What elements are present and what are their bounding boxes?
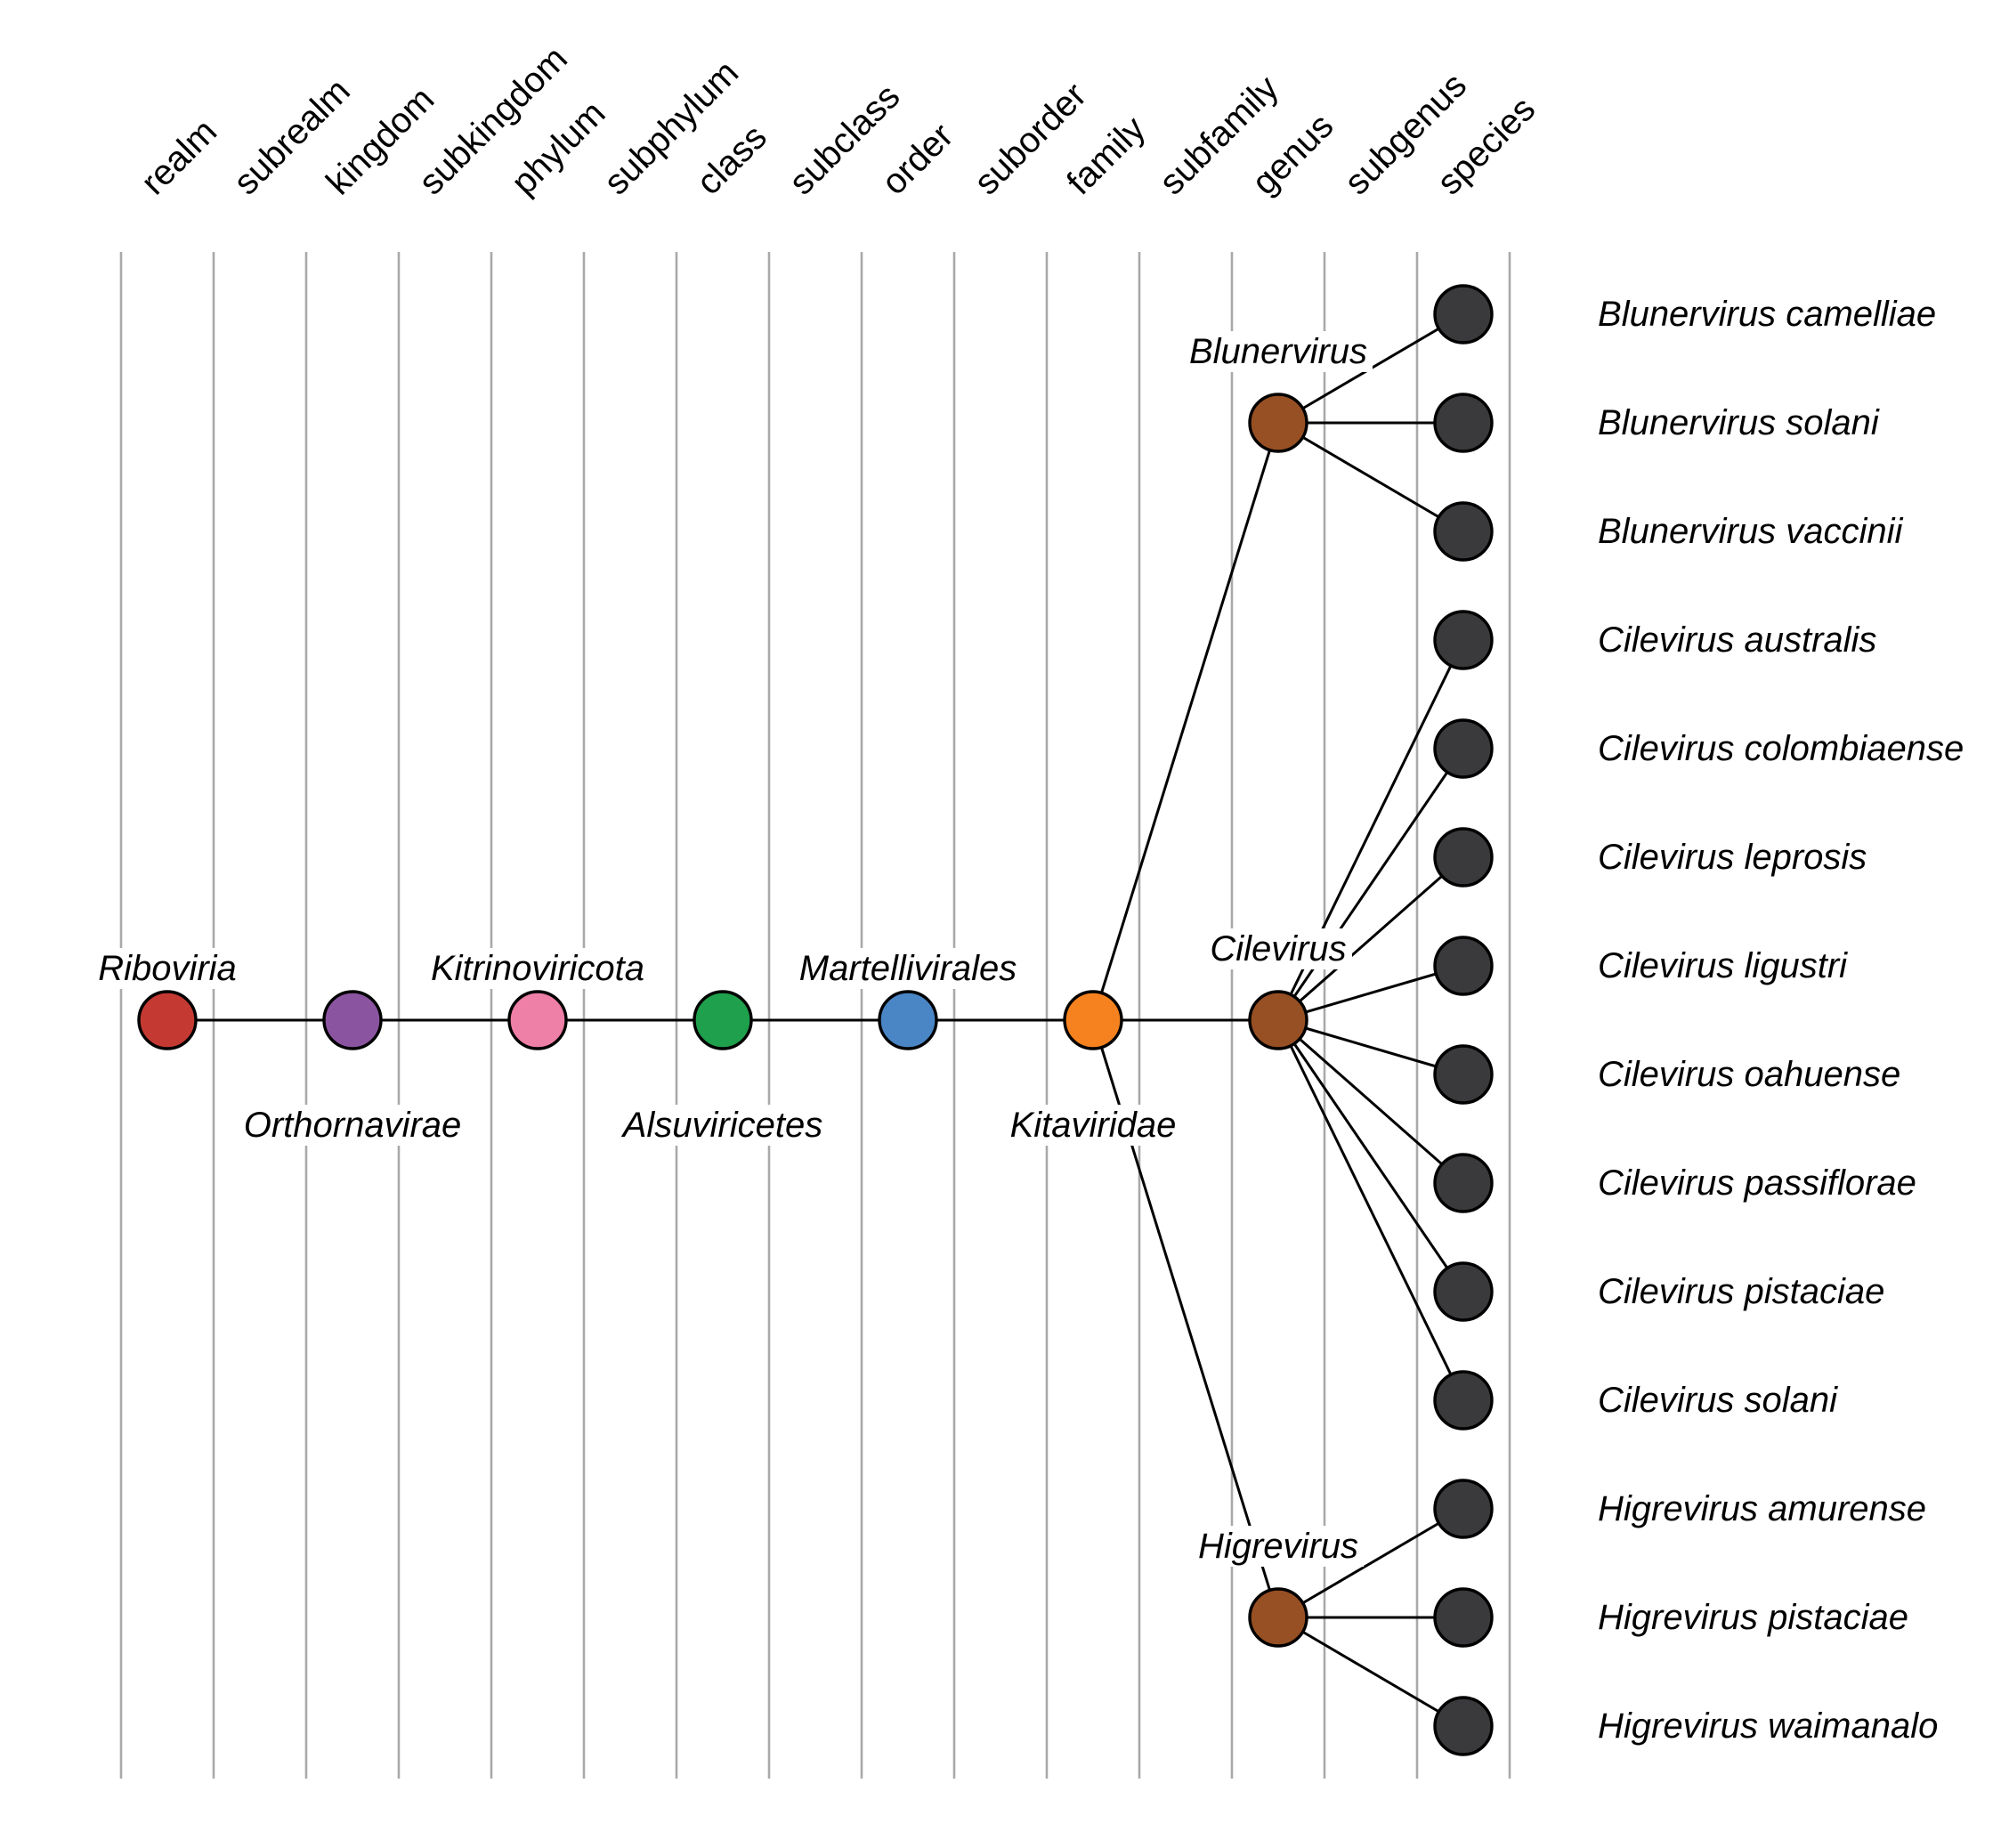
species-label-blunervirus-vaccinii: Blunervirus vaccinii bbox=[1598, 512, 1903, 551]
node-orthornavirae bbox=[322, 990, 383, 1050]
node-cilevirus-ligustri bbox=[1433, 936, 1494, 996]
species-label-cilevirus-colombiaense: Cilevirus colombiaense bbox=[1598, 729, 1964, 768]
node-cilevirus bbox=[1248, 990, 1308, 1050]
node-layer bbox=[137, 284, 1494, 1756]
node-kitrinoviricota bbox=[507, 990, 568, 1050]
node-riboviria bbox=[137, 990, 198, 1050]
edge-cilevirus-cilevirus-ligustri bbox=[1277, 964, 1464, 1022]
edge-cilevirus-cilevirus-passiflorae bbox=[1277, 1018, 1464, 1185]
edge-higrevirus-higrevirus-amurense bbox=[1277, 1507, 1464, 1619]
node-higrevirus-waimanalo bbox=[1433, 1696, 1494, 1756]
species-label-cilevirus-ligustri: Cilevirus ligustri bbox=[1598, 946, 1848, 985]
edge-kitaviridae-higrevirus bbox=[1091, 1019, 1280, 1618]
species-label-cilevirus-solani: Cilevirus solani bbox=[1598, 1381, 1837, 1420]
node-blunervirus-solani bbox=[1433, 393, 1494, 453]
edge-blunervirus-blunervirus-vaccinii bbox=[1277, 421, 1464, 533]
node-cilevirus-colombiaense bbox=[1433, 718, 1494, 779]
species-label-blunervirus-solani: Blunervirus solani bbox=[1598, 403, 1879, 442]
species-label-blunervirus-camelliae: Blunervirus camelliae bbox=[1598, 295, 1937, 334]
edge-cilevirus-cilevirus-pistaciae bbox=[1276, 1019, 1465, 1293]
species-label-cilevirus-australis: Cilevirus australis bbox=[1598, 620, 1877, 660]
node-cilevirus-passiflorae bbox=[1433, 1153, 1494, 1213]
node-martellivirales bbox=[878, 990, 938, 1050]
edge-cilevirus-cilevirus-oahuense bbox=[1277, 1018, 1464, 1076]
species-label-higrevirus-amurense: Higrevirus amurense bbox=[1598, 1489, 1927, 1528]
node-blunervirus-camelliae bbox=[1433, 284, 1494, 344]
node-alsuviricetes bbox=[693, 990, 753, 1050]
edge-cilevirus-cilevirus-colombiaense bbox=[1276, 748, 1465, 1021]
node-cilevirus-australis bbox=[1433, 610, 1494, 670]
grid-layer bbox=[119, 252, 1511, 1779]
edge-kitaviridae-blunervirus bbox=[1091, 422, 1280, 1021]
species-label-cilevirus-passiflorae: Cilevirus passiflorae bbox=[1598, 1163, 1916, 1203]
node-higrevirus bbox=[1248, 1587, 1308, 1648]
species-label-higrevirus-pistaciae: Higrevirus pistaciae bbox=[1598, 1598, 1909, 1637]
node-cilevirus-oahuense bbox=[1433, 1044, 1494, 1105]
species-label-higrevirus-waimanalo: Higrevirus waimanalo bbox=[1598, 1706, 1939, 1746]
species-label-cilevirus-pistaciae: Cilevirus pistaciae bbox=[1598, 1272, 1885, 1311]
node-higrevirus-amurense bbox=[1433, 1479, 1494, 1539]
edge-cilevirus-cilevirus-solani bbox=[1276, 1019, 1465, 1401]
edge-cilevirus-cilevirus-leprosis bbox=[1277, 855, 1464, 1022]
edge-blunervirus-blunervirus-camelliae bbox=[1277, 312, 1464, 425]
node-blunervirus bbox=[1248, 393, 1308, 453]
species-label-cilevirus-oahuense: Cilevirus oahuense bbox=[1598, 1055, 1901, 1094]
node-cilevirus-solani bbox=[1433, 1370, 1494, 1431]
node-kitaviridae bbox=[1063, 990, 1123, 1050]
node-cilevirus-pistaciae bbox=[1433, 1261, 1494, 1322]
edge-higrevirus-higrevirus-waimanalo bbox=[1277, 1616, 1464, 1728]
node-blunervirus-vaccinii bbox=[1433, 501, 1494, 562]
node-higrevirus-pistaciae bbox=[1433, 1587, 1494, 1648]
node-cilevirus-leprosis bbox=[1433, 827, 1494, 888]
species-label-cilevirus-leprosis: Cilevirus leprosis bbox=[1598, 838, 1867, 877]
